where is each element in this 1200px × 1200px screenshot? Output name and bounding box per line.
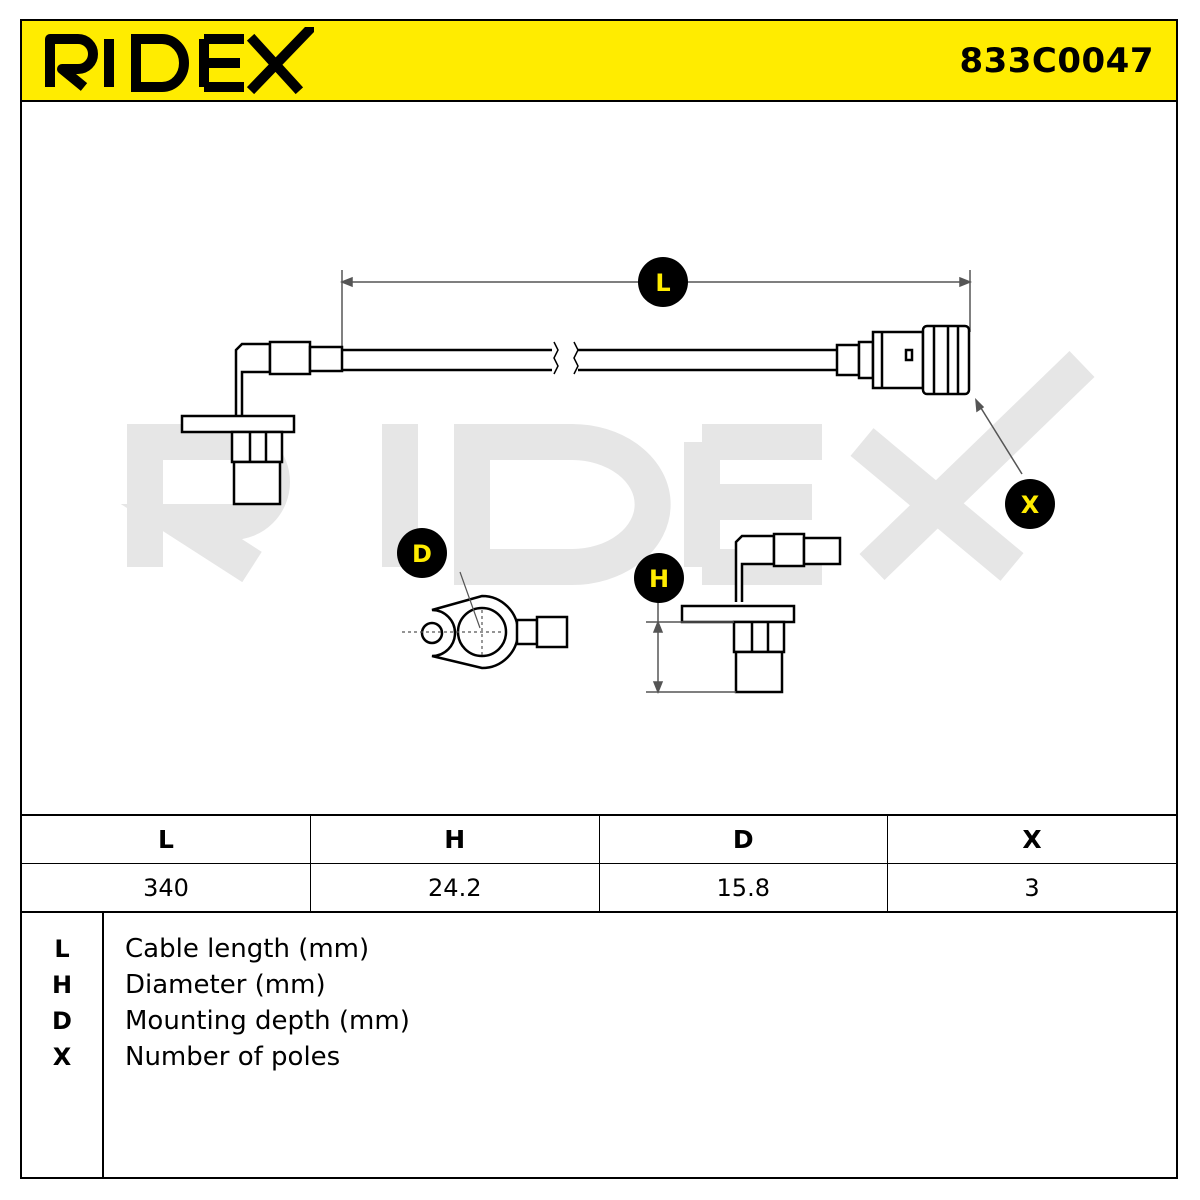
svg-text:H: H: [649, 565, 669, 593]
brand-logo: [45, 27, 314, 95]
callout-x: X: [1005, 479, 1055, 529]
legend-key: X: [52, 1043, 72, 1071]
dim-value-l: 340: [22, 863, 311, 912]
dim-value-h: 24.2: [310, 863, 600, 912]
svg-text:D: D: [412, 540, 432, 568]
legend-divider: [102, 913, 104, 1177]
callout-h: H: [634, 553, 684, 603]
legend-key: L: [54, 935, 70, 963]
legend-item: H Diameter (mm): [22, 967, 1176, 1003]
legend-desc: Mounting depth (mm): [125, 1006, 410, 1036]
callout-d: D: [397, 528, 447, 578]
legend-item: D Mounting depth (mm): [22, 1003, 1176, 1039]
sensor-head: [180, 340, 344, 506]
legend-item: L Cable length (mm): [22, 931, 1176, 967]
callout-l: L: [638, 257, 688, 307]
legend-key: H: [51, 971, 73, 999]
dim-value-x: 3: [887, 863, 1176, 912]
svg-text:L: L: [655, 269, 670, 297]
sensor-drawing-svg: L X D H: [120, 257, 1095, 695]
legend-key: D: [52, 1007, 72, 1035]
dimensions-header-row: L H D X: [22, 814, 1176, 864]
cable-connector: [835, 324, 971, 396]
dim-header-l: L: [22, 814, 311, 864]
technical-drawing: L X D H: [22, 102, 1176, 815]
dim-header-x: X: [887, 814, 1176, 864]
poles-pointer: [975, 398, 1023, 475]
height-dimension: [646, 594, 736, 695]
dim-header-d: D: [598, 814, 888, 864]
sensor-side-view: [680, 532, 842, 694]
dim-header-h: H: [310, 814, 600, 864]
dimensions-table: L H D X 340 24.2 15.8 3: [22, 814, 1176, 912]
datasheet-frame: 833C0047: [20, 19, 1178, 1179]
diameter-marker: [402, 571, 502, 655]
header-bar: 833C0047: [22, 21, 1176, 102]
legend: L Cable length (mm) H Diameter (mm) D Mo…: [22, 911, 1176, 1177]
legend-desc: Number of poles: [125, 1042, 341, 1072]
dimensions-value-row: 340 24.2 15.8 3: [22, 863, 1176, 912]
legend-item: X Number of poles: [22, 1039, 1176, 1075]
svg-text:X: X: [1021, 491, 1040, 519]
legend-desc: Cable length (mm): [125, 934, 370, 964]
legend-desc: Diameter (mm): [125, 970, 326, 1000]
part-number: 833C0047: [959, 41, 1154, 81]
dim-value-d: 15.8: [598, 863, 888, 912]
sensor-cable: [342, 341, 837, 375]
